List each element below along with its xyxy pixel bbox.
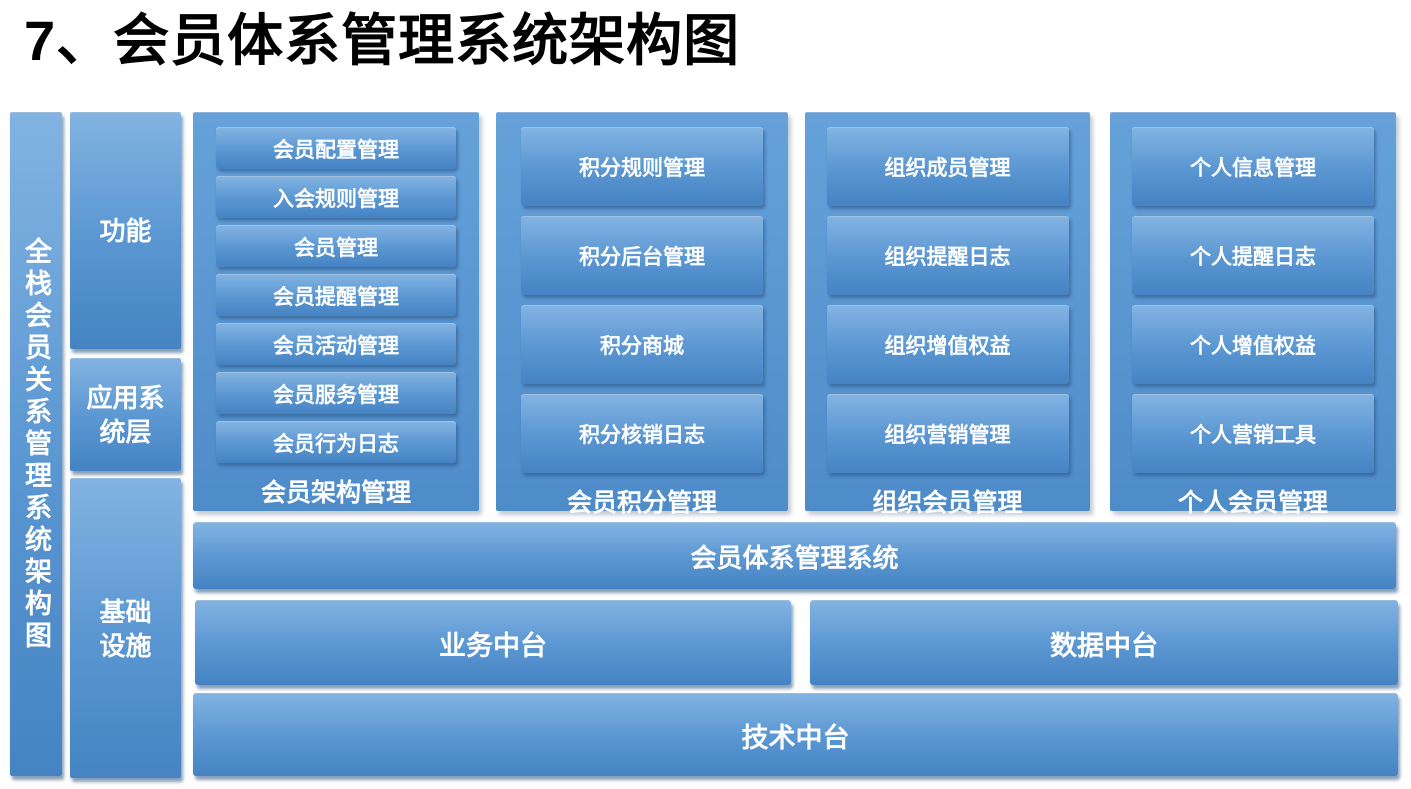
group-items: 组织成员管理组织提醒日志组织增值权益组织营销管理 bbox=[805, 113, 1090, 483]
function-box: 会员活动管理 bbox=[216, 323, 456, 365]
group-label: 会员积分管理 bbox=[566, 489, 717, 517]
group-label: 个人会员管理 bbox=[1177, 489, 1328, 517]
function-box: 积分后台管理 bbox=[521, 216, 763, 295]
group-personal-member: 个人信息管理个人提醒日志个人增值权益个人营销工具 个人会员管理 bbox=[1110, 112, 1396, 517]
function-box: 会员行为日志 bbox=[216, 421, 456, 463]
side-label-text: 全栈会员关系管理系统架构图 bbox=[21, 236, 51, 653]
group-label: 会员架构管理 bbox=[260, 478, 411, 507]
layer-label-infrastructure: 基础 设施 bbox=[70, 478, 181, 778]
data-middle-platform-bar: 数据中台 bbox=[810, 600, 1398, 685]
function-box: 组织成员管理 bbox=[826, 127, 1069, 206]
function-box: 积分核销日志 bbox=[521, 394, 763, 473]
group-member-architecture: 会员配置管理入会规则管理会员管理会员提醒管理会员活动管理会员服务管理会员行为日志… bbox=[193, 112, 479, 511]
layer-label-application-system: 应用系 统层 bbox=[70, 358, 181, 471]
function-box: 个人增值权益 bbox=[1132, 305, 1374, 384]
function-box: 组织增值权益 bbox=[826, 305, 1069, 384]
side-label-bar: 全栈会员关系管理系统架构图 bbox=[10, 112, 62, 776]
function-box: 个人提醒日志 bbox=[1132, 216, 1374, 295]
business-middle-platform-bar: 业务中台 bbox=[195, 600, 791, 685]
function-box: 个人信息管理 bbox=[1132, 127, 1374, 206]
layer-label-function: 功能 bbox=[70, 112, 181, 349]
function-box: 组织营销管理 bbox=[826, 394, 1069, 473]
group-organization-member: 组织成员管理组织提醒日志组织增值权益组织营销管理 组织会员管理 bbox=[805, 112, 1090, 517]
function-box: 个人营销工具 bbox=[1132, 394, 1374, 473]
function-box: 会员配置管理 bbox=[216, 127, 456, 169]
function-box: 会员提醒管理 bbox=[216, 274, 456, 316]
group-items: 积分规则管理积分后台管理积分商城积分核销日志 bbox=[496, 113, 788, 483]
function-box: 会员管理 bbox=[216, 225, 456, 267]
function-box: 会员服务管理 bbox=[216, 372, 456, 414]
group-label: 组织会员管理 bbox=[872, 489, 1023, 517]
page-title: 7、会员体系管理系统架构图 bbox=[24, 9, 741, 72]
group-items: 个人信息管理个人提醒日志个人增值权益个人营销工具 bbox=[1110, 113, 1396, 483]
function-box: 积分规则管理 bbox=[521, 127, 763, 206]
tech-middle-platform-bar: 技术中台 bbox=[193, 693, 1398, 776]
group-member-points: 积分规则管理积分后台管理积分商城积分核销日志 会员积分管理 bbox=[496, 112, 788, 517]
function-box: 入会规则管理 bbox=[216, 176, 456, 218]
function-box: 组织提醒日志 bbox=[826, 216, 1069, 295]
application-system-bar: 会员体系管理系统 bbox=[193, 522, 1396, 589]
group-items: 会员配置管理入会规则管理会员管理会员提醒管理会员活动管理会员服务管理会员行为日志 bbox=[193, 113, 479, 470]
function-box: 积分商城 bbox=[521, 305, 763, 384]
